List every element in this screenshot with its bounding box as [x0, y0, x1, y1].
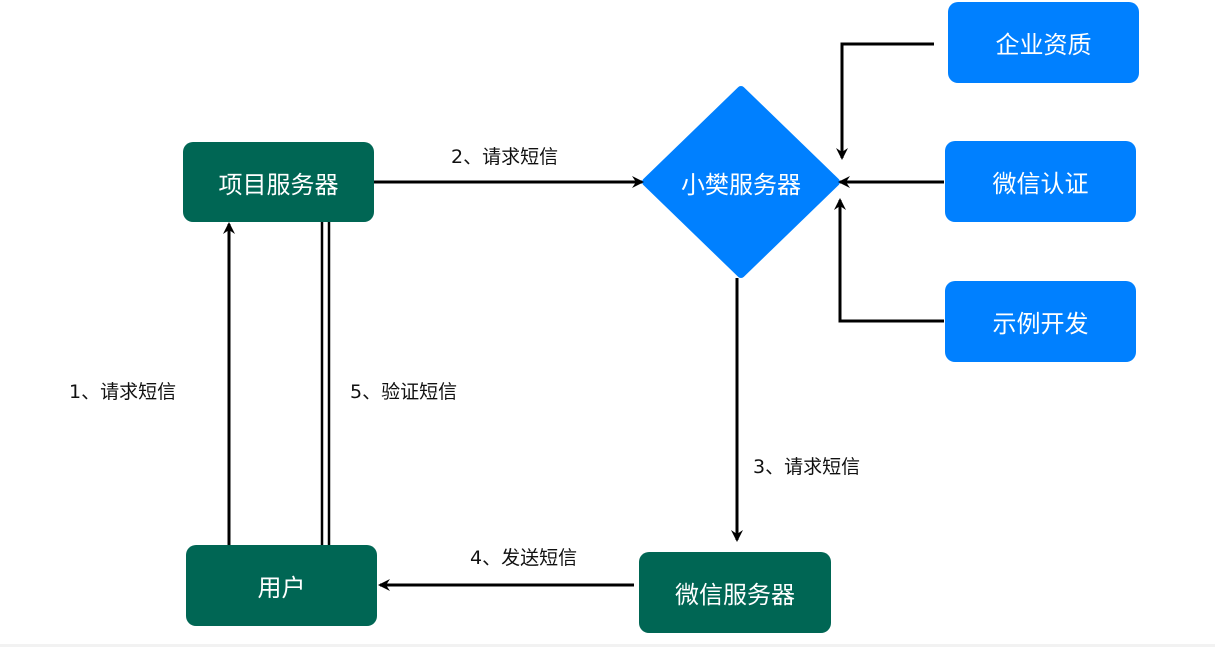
- edge-label-step2: 2、请求短信: [451, 146, 559, 168]
- example-development-node[interactable]: 示例开发: [945, 281, 1136, 362]
- user-label: 用户: [257, 574, 306, 602]
- wechat-server-node[interactable]: 微信服务器: [639, 552, 831, 633]
- project-server-node[interactable]: 项目服务器: [183, 142, 374, 222]
- enterprise-qualification-node[interactable]: 企业资质: [948, 2, 1139, 83]
- project-server-label: 项目服务器: [218, 170, 339, 199]
- edge-label-step4: 4、发送短信: [470, 547, 578, 569]
- wechat-certification-label: 微信认证: [992, 170, 1089, 198]
- edge-label-step3: 3、请求短信: [753, 456, 861, 478]
- edge-enterprise-to-xiaofan: [836, 42, 934, 160]
- user-node[interactable]: 用户: [186, 545, 377, 626]
- edge-label-step1: 1、请求短信: [69, 381, 177, 403]
- edge-exampledev-to-xiaofan: [834, 198, 944, 323]
- xiaofan-server-diamond[interactable]: [642, 86, 840, 278]
- example-development-label: 示例开发: [992, 310, 1089, 338]
- enterprise-qualification-label: 企业资质: [995, 31, 1092, 59]
- bottom-border: [0, 644, 1215, 647]
- wechat-certification-node[interactable]: 微信认证: [945, 141, 1136, 222]
- edge-label-step5: 5、验证短信: [350, 381, 458, 403]
- wechat-server-label: 微信服务器: [675, 581, 795, 609]
